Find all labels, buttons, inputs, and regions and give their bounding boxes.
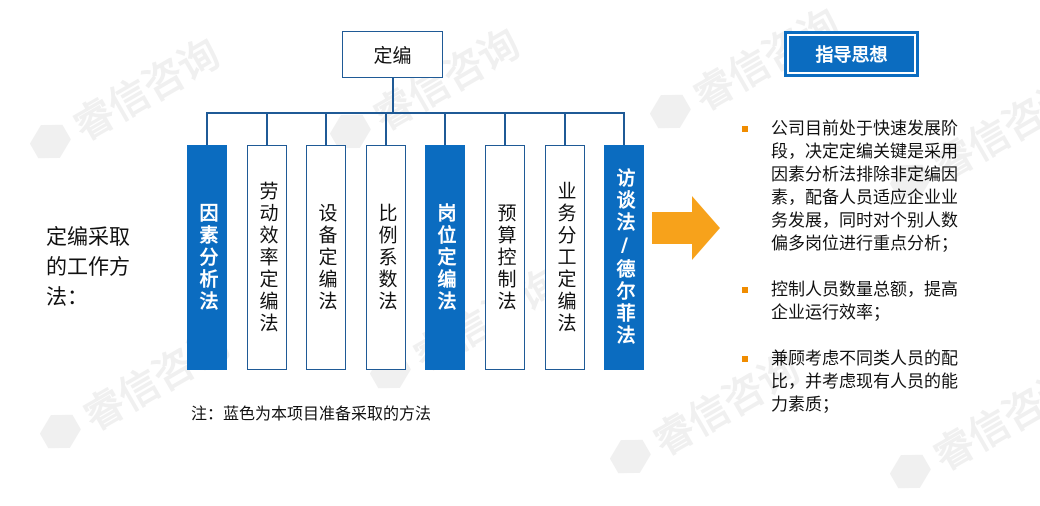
legend-note: 注：蓝色为本项目准备采取的方法	[191, 404, 432, 423]
root-node: 定编	[342, 31, 443, 78]
branch-drop	[266, 112, 268, 145]
method-budget-control: 预算控制法	[485, 145, 525, 370]
watermark-logo-icon	[34, 406, 86, 458]
guide-title: 指导思想	[784, 31, 919, 77]
branch-drop	[564, 112, 566, 145]
bullet-marker-icon	[742, 287, 748, 293]
method-business-division: 业务分工定编法	[545, 145, 585, 370]
branch-drop	[206, 112, 208, 145]
guide-bullet-text: 公司目前处于快速发展阶段，决定定编关键是采用因素分析法排除非定编因素，配备人员适…	[771, 119, 958, 254]
guide-bullet: 兼顾考虑不同类人员的配比，并考虑现有人员的能力素质；	[742, 348, 962, 417]
bullet-marker-icon	[742, 126, 748, 132]
guide-bullet-text: 控制人员数量总额，提高企业运行效率；	[771, 280, 958, 323]
guide-bullet: 控制人员数量总额，提高企业运行效率；	[742, 279, 962, 325]
watermark-logo-icon	[604, 431, 656, 483]
watermark-logo-icon	[24, 116, 76, 168]
guide-bullet-text: 兼顾考虑不同类人员的配比，并考虑现有人员的能力素质；	[771, 349, 958, 415]
right-arrow-icon	[652, 196, 720, 260]
bullet-marker-icon	[742, 356, 748, 362]
branch-bar	[207, 112, 625, 114]
method-ratio-coefficient: 比例系数法	[366, 145, 406, 370]
branch-drop	[623, 112, 625, 145]
method-labor-efficiency: 劳动效率定编法	[247, 145, 287, 370]
method-interview-delphi: 访谈法/德尔菲法	[604, 145, 644, 370]
methods-caption: 定编采取的工作方法：	[46, 225, 130, 309]
branch-drop	[385, 112, 387, 145]
method-position: 岗位定编法	[425, 145, 465, 370]
watermark-logo-icon	[884, 446, 936, 498]
watermark-text: 睿信咨询	[66, 30, 228, 151]
branch-drop	[325, 112, 327, 145]
branch-drop	[444, 112, 446, 145]
method-factor-analysis: 因素分析法	[187, 145, 227, 370]
guide-bullet: 公司目前处于快速发展阶段，决定定编关键是采用因素分析法排除非定编因素，配备人员适…	[742, 118, 962, 256]
method-equipment: 设备定编法	[306, 145, 346, 370]
watermark-logo-icon	[644, 86, 696, 138]
guide-list: 公司目前处于快速发展阶段，决定定编关键是采用因素分析法排除非定编因素，配备人员适…	[742, 118, 962, 440]
branch-drop	[504, 112, 506, 145]
root-stem	[392, 78, 394, 112]
